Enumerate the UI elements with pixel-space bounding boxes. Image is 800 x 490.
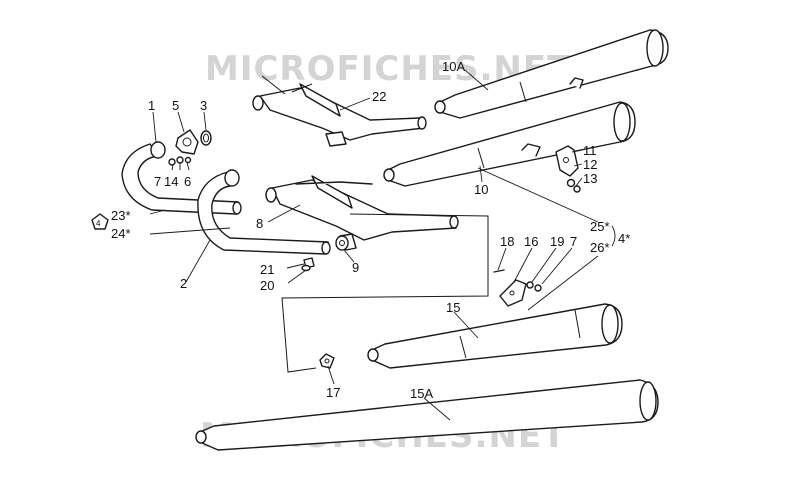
header-pipe-2 xyxy=(197,169,331,255)
header-pipe-1 xyxy=(121,141,242,215)
label-23: 23* xyxy=(111,208,131,223)
label-7-right: 7 xyxy=(570,234,577,249)
label-13: 13 xyxy=(583,171,597,186)
label-14: 14 xyxy=(164,174,178,189)
label-10A: 10A xyxy=(442,59,465,74)
clamp-9 xyxy=(301,235,349,272)
label-17: 17 xyxy=(326,385,340,400)
label-20: 20 xyxy=(260,278,274,293)
label-15A: 15A xyxy=(410,386,433,401)
label-5: 5 xyxy=(172,98,179,113)
marker-4-pentagon: 4 xyxy=(91,213,109,230)
label-2: 2 xyxy=(180,276,187,291)
label-12: 12 xyxy=(583,157,597,172)
bracket-11 xyxy=(555,145,581,193)
muffler-15 xyxy=(367,303,623,369)
label-19: 19 xyxy=(550,234,564,249)
muffler-15A xyxy=(195,379,659,451)
muffler-10 xyxy=(383,101,636,187)
crossover-pipe-8 xyxy=(265,175,459,251)
label-16: 16 xyxy=(524,234,538,249)
label-7-left: 7 xyxy=(154,174,161,189)
label-22: 22 xyxy=(372,89,386,104)
leader-lines xyxy=(149,69,616,421)
label-9: 9 xyxy=(352,260,359,275)
part-labels: 1 5 3 7 14 6 23* 24* 2 8 9 21 20 22 10A … xyxy=(111,59,630,401)
label-11: 11 xyxy=(583,143,597,158)
label-21: 21 xyxy=(260,262,274,277)
label-18: 18 xyxy=(500,234,514,249)
label-8: 8 xyxy=(256,216,263,231)
label-25: 25* xyxy=(590,219,610,234)
muffler-10A xyxy=(434,29,669,119)
crossover-pipe-22 xyxy=(252,75,427,147)
label-10: 10 xyxy=(474,182,488,197)
label-26: 26* xyxy=(590,240,610,255)
label-6: 6 xyxy=(184,174,191,189)
label-15: 15 xyxy=(446,300,460,315)
label-3: 3 xyxy=(200,98,207,113)
label-4: 4* xyxy=(618,231,630,246)
flange-5 xyxy=(168,129,212,166)
marker-4-text: 4 xyxy=(96,219,101,228)
label-1: 1 xyxy=(148,98,155,113)
label-24: 24* xyxy=(111,226,131,241)
bracket-16 xyxy=(493,269,542,307)
clamp-17 xyxy=(319,353,335,369)
